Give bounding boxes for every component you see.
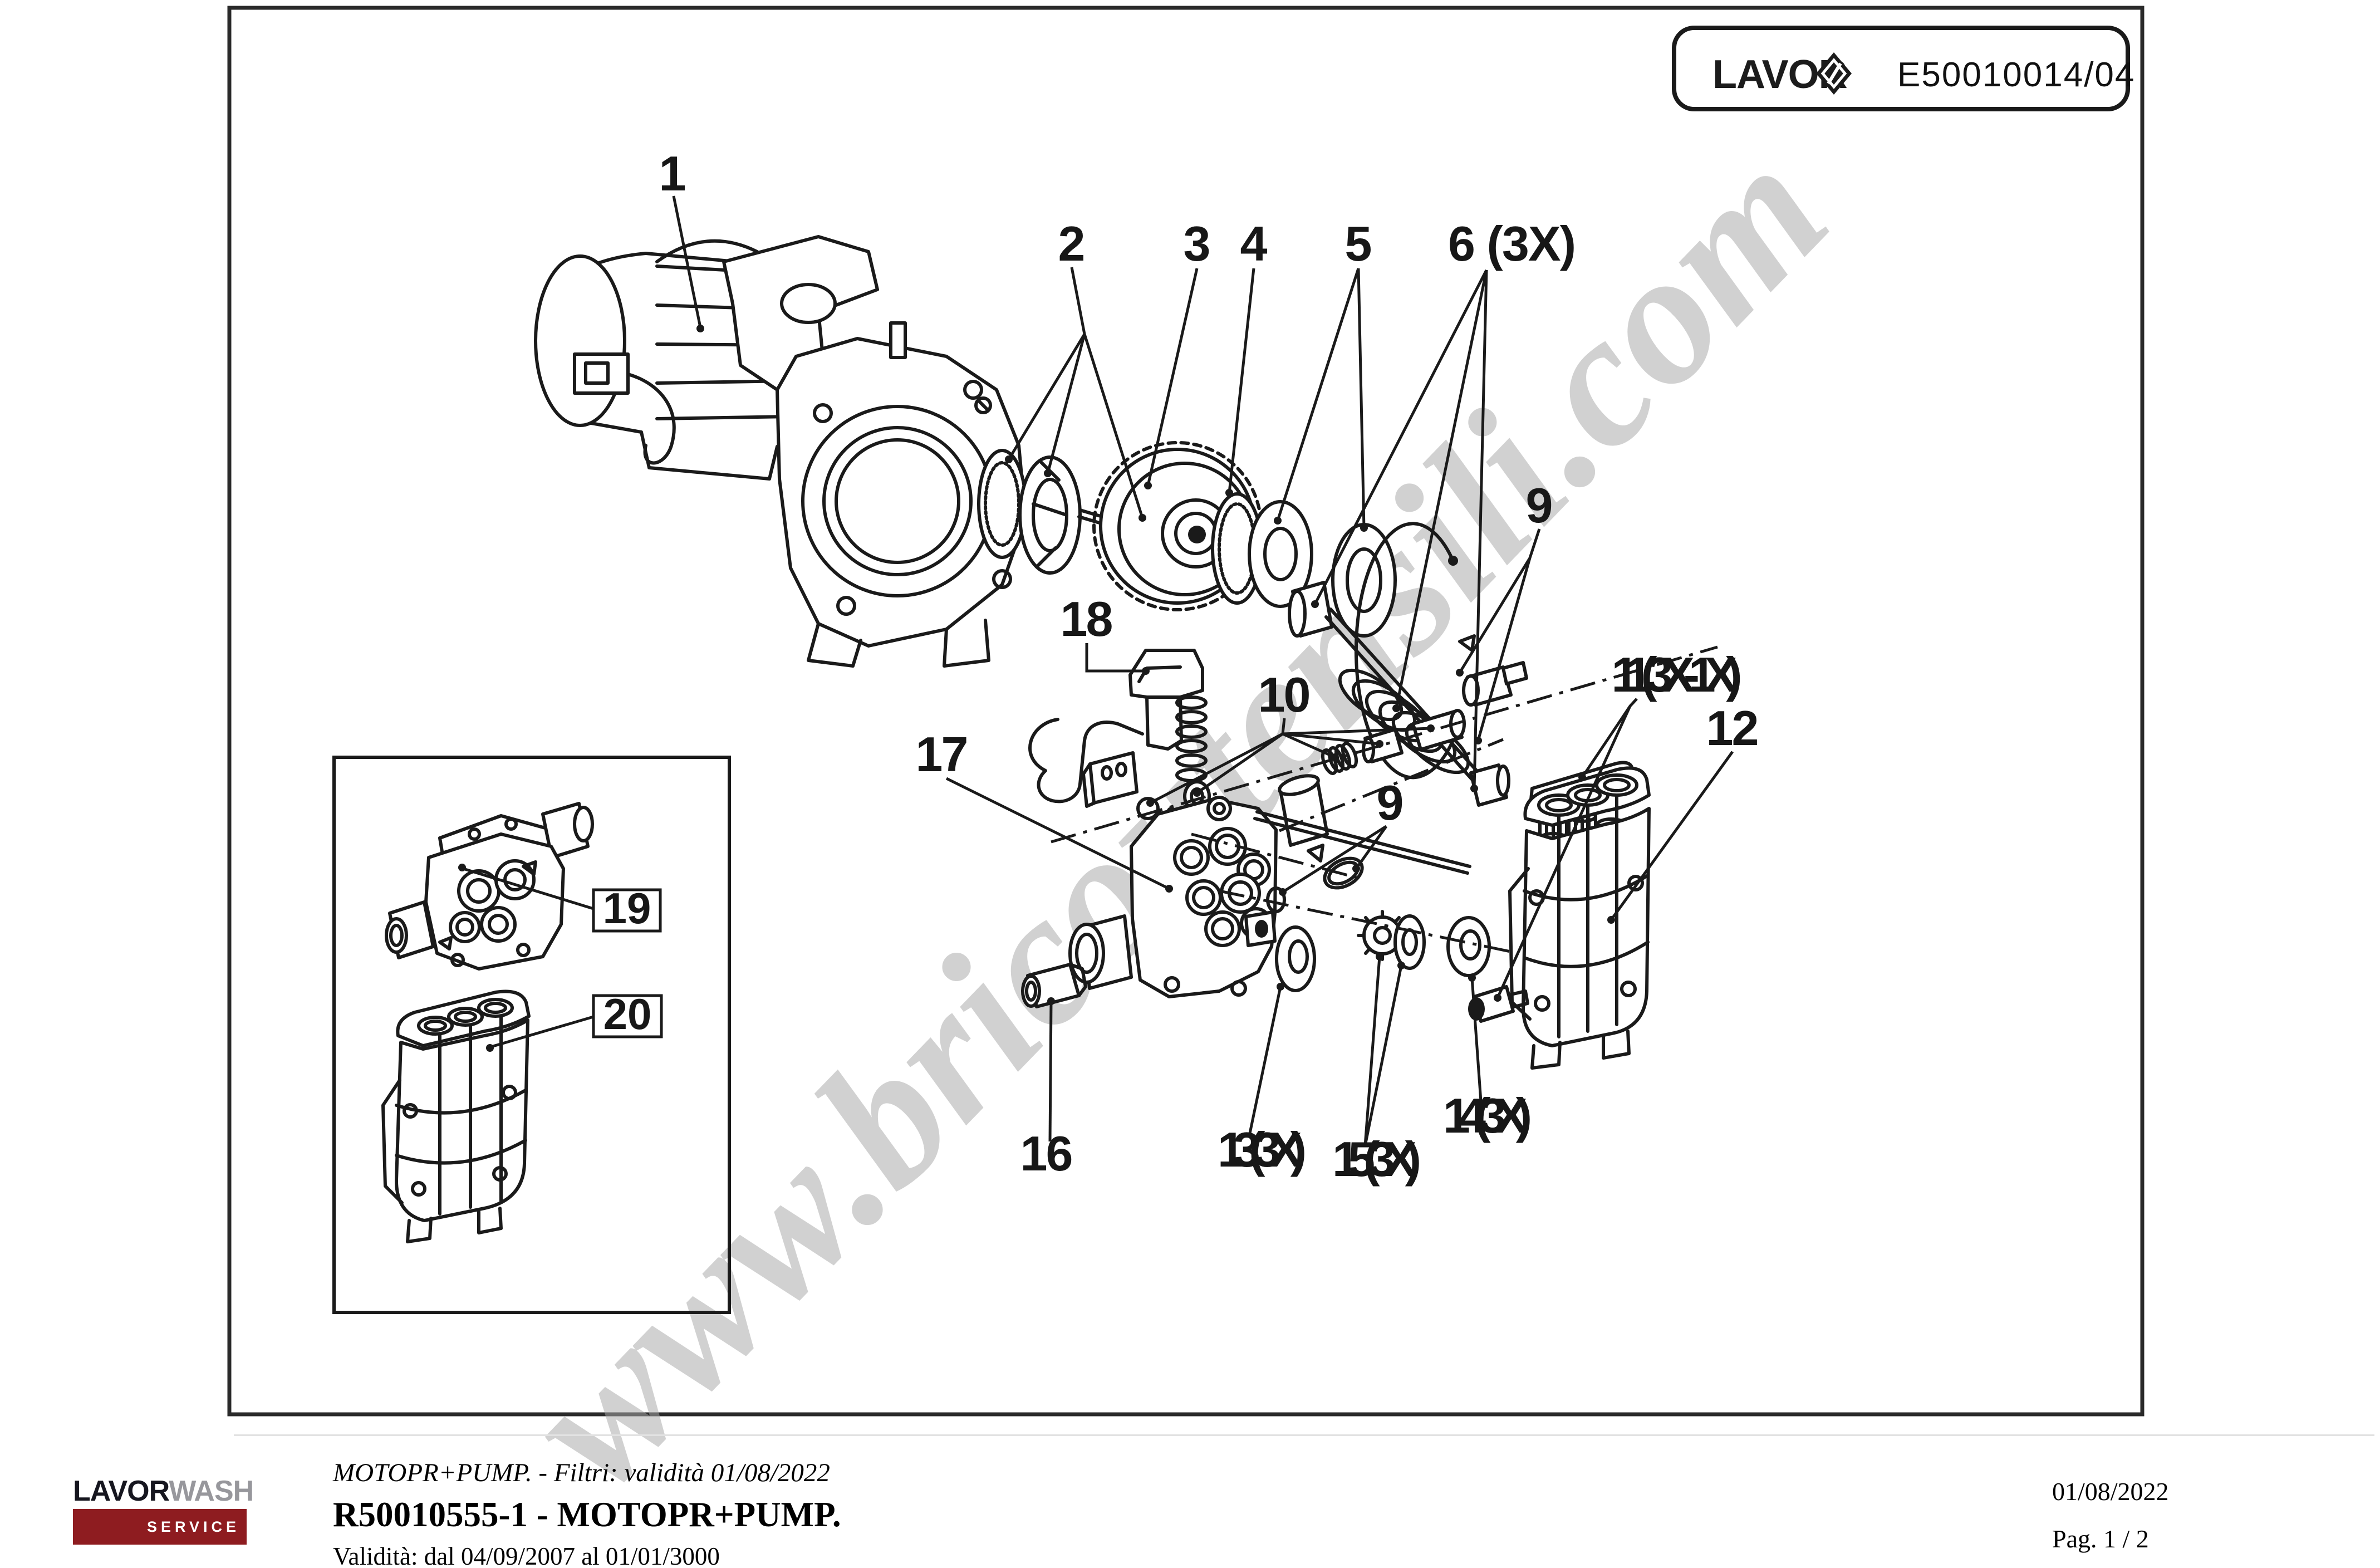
footer-date: 01/08/2022 xyxy=(2052,1477,2169,1506)
callout-11: 11(3X-1X) xyxy=(1612,647,1743,702)
callout-18: 18 xyxy=(1061,591,1113,646)
footer-filter-validity-line: MOTOPR+PUMP. - Filtri: validità 01/08/20… xyxy=(333,1458,830,1487)
diagram-frame xyxy=(227,6,2145,1417)
svg-text:20: 20 xyxy=(603,989,652,1038)
callout-12: 12 xyxy=(1706,700,1759,756)
header-code-box: LAVOR E50010014/04 xyxy=(1672,26,2135,111)
logo-service-text: SERVICE xyxy=(146,1518,240,1535)
callout-14: 14(3X) xyxy=(1443,1088,1532,1143)
construction-axes xyxy=(1051,645,1718,954)
bracket-and-cable xyxy=(1028,649,1208,808)
pump-body xyxy=(1068,774,1471,998)
plunger-assembly xyxy=(1288,581,1510,807)
pump-head-manifold xyxy=(1468,766,1651,1070)
footer-separator xyxy=(234,1434,2374,1436)
callout-17: 17 xyxy=(916,727,969,782)
lavorwash-service-logo: LAVORWASH SERVICE xyxy=(73,1474,254,1545)
inlet-filter-plug xyxy=(1021,963,1087,1008)
callout-5: 5 xyxy=(1345,216,1372,271)
callout-6: 6 (3X) xyxy=(1448,216,1576,271)
footer-document-info: MOTOPR+PUMP. - Filtri: validità 01/08/20… xyxy=(333,1458,841,1568)
shaft-seal-and-pin xyxy=(977,449,1149,575)
callout-labels: 1 2 3 4 5 6 (3X) 9 18 10 17 9 11(3X-1X) … xyxy=(659,146,1759,1187)
seal-14 xyxy=(1446,916,1491,977)
lavorwash-wordmark: LAVORWASH xyxy=(73,1474,254,1508)
footer-validity-range: Validità: dal 04/09/2007 al 01/01/3000 xyxy=(333,1542,720,1568)
callout-4: 4 xyxy=(1240,216,1268,271)
callout-9-top: 9 xyxy=(1526,478,1553,533)
washers-15 xyxy=(1357,910,1426,970)
callout-15: 15(3X) xyxy=(1332,1131,1421,1187)
callout-1: 1 xyxy=(659,146,686,201)
oil-seal-13 xyxy=(1275,925,1316,992)
callout-16: 16 xyxy=(1020,1126,1073,1181)
logo-lavor-text: LAVOR xyxy=(73,1475,169,1507)
callout-9-mid: 9 xyxy=(1377,775,1404,830)
motor-assembly xyxy=(534,235,1027,668)
pump-view-19 xyxy=(385,802,594,971)
leader-lines xyxy=(672,195,1734,1146)
footer-date-page: 01/08/2022 Pag. 1 / 2 xyxy=(2004,1477,2169,1554)
callout-3: 3 xyxy=(1184,216,1211,271)
callout-13: 13(3X) xyxy=(1218,1122,1307,1177)
brand-diamond-icon xyxy=(1816,52,1852,95)
inset-box: 19 20 xyxy=(332,756,731,1314)
svg-text:19: 19 xyxy=(603,884,651,933)
thermal-valve xyxy=(1468,985,1529,1023)
logo-service-band: SERVICE xyxy=(73,1509,247,1545)
footer-page-number: Pag. 1 / 2 xyxy=(2052,1525,2149,1553)
callout-10: 10 xyxy=(1258,667,1311,722)
footer-document-title: R50010555-1 - MOTOPR+PUMP. xyxy=(333,1495,841,1534)
inset-label-20: 20 xyxy=(486,989,663,1052)
inset-label-19: 19 xyxy=(458,864,662,933)
o-rings xyxy=(1266,856,1364,913)
callout-2: 2 xyxy=(1058,216,1086,271)
header-document-code: E50010014/04 xyxy=(1897,56,2135,94)
logo-wash-text: WASH xyxy=(169,1475,254,1507)
bracket-spring xyxy=(1175,695,1208,782)
pump-view-20 xyxy=(381,989,531,1243)
power-cable xyxy=(1028,718,1144,803)
